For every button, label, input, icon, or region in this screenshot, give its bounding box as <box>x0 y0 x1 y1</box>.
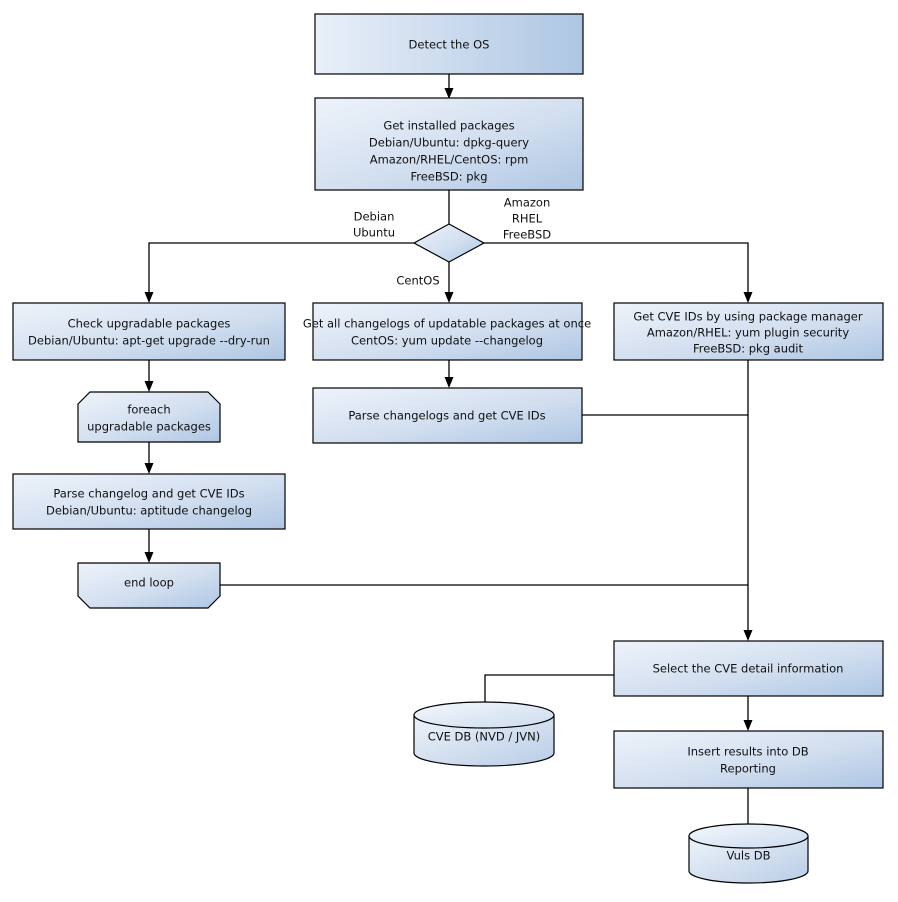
arrowhead-trunk-to-selectcve <box>743 630 753 641</box>
node-cve-db[interactable]: CVE DB (NVD / JVN) <box>413 701 555 767</box>
get-installed-packages-label-2: Amazon/RHEL/CentOS: rpm <box>370 153 529 167</box>
node-insert-results[interactable]: Insert results into DB Reporting <box>613 730 884 789</box>
arrowhead-decision-to-right <box>743 292 753 303</box>
node-detect-os[interactable]: Detect the OS <box>314 13 584 75</box>
insert-results-box[interactable] <box>613 730 884 789</box>
node-get-all-changelogs[interactable]: Get all changelogs of updatable packages… <box>303 302 591 361</box>
label-rhel-line-1: RHEL <box>512 212 543 226</box>
edge-label-amazon-rhel-freebsd: Amazon RHEL FreeBSD <box>503 196 551 242</box>
parse-changelogs-centos-box[interactable] <box>312 387 583 444</box>
vuls-db-label-0: Vuls DB <box>727 849 771 863</box>
node-get-cve-ids-pkgmgr[interactable]: Get CVE IDs by using package manager Ama… <box>613 302 884 361</box>
get-cve-ids-pkgmgr-label-1: Amazon/RHEL: yum plugin security <box>647 326 849 340</box>
foreach-loop-start-label-0: foreach <box>127 403 170 417</box>
arrowhead-parse-to-endloop <box>144 552 154 563</box>
label-debian-ubuntu-line-0: Debian <box>354 210 395 224</box>
get-cve-ids-pkgmgr-label-2: FreeBSD: pkg audit <box>693 342 804 356</box>
get-cve-ids-pkgmgr-box[interactable] <box>613 302 884 361</box>
parse-changelog-deb-box[interactable] <box>12 473 286 530</box>
arrowhead-foreach-to-parse <box>144 463 154 474</box>
label-centos-line-0: CentOS <box>396 274 439 288</box>
arrowhead-check-to-foreach <box>144 381 154 392</box>
get-installed-packages-box[interactable] <box>314 97 584 191</box>
cve-db-cylinder-top[interactable] <box>413 701 555 729</box>
detect-os-box[interactable] <box>314 13 584 75</box>
vuls-db-cylinder-body[interactable] <box>688 835 809 884</box>
vuls-db-cylinder-top[interactable] <box>688 823 809 849</box>
get-all-changelogs-label-1: CentOS: yum update --changelog <box>351 334 543 348</box>
insert-results-label-1: Reporting <box>720 762 776 776</box>
node-end-loop[interactable]: end loop <box>77 562 221 609</box>
node-get-installed-packages[interactable]: Get installed packages Debian/Ubuntu: dp… <box>314 97 584 191</box>
cve-db-label-0: CVE DB (NVD / JVN) <box>428 730 541 744</box>
arrowhead-changelogs-to-parsecentos <box>444 377 454 388</box>
arrowhead-detect-to-getpkgs <box>444 88 454 99</box>
label-debian-ubuntu-line-1: Ubuntu <box>353 226 395 240</box>
connector-decision-to-right <box>484 242 749 296</box>
get-all-changelogs-box[interactable] <box>312 302 583 361</box>
check-upgradable-packages-label-0: Check upgradable packages <box>68 317 231 331</box>
arrowhead-selectcve-to-insert <box>743 720 753 731</box>
edge-label-debian-ubuntu: Debian Ubuntu <box>353 210 395 240</box>
label-freebsd-line-2: FreeBSD <box>503 228 551 242</box>
select-cve-detail-box[interactable] <box>613 640 884 697</box>
node-parse-changelog-deb[interactable]: Parse changelog and get CVE IDs Debian/U… <box>12 473 286 530</box>
detect-os-label-0: Detect the OS <box>409 38 490 52</box>
arrowhead-decision-to-left <box>144 292 154 303</box>
end-loop-shape[interactable] <box>77 562 221 609</box>
parse-changelogs-centos-label-0: Parse changelogs and get CVE IDs <box>348 409 545 423</box>
get-cve-ids-pkgmgr-label-0: Get CVE IDs by using package manager <box>633 310 863 324</box>
check-upgradable-packages-label-1: Debian/Ubuntu: apt-get upgrade --dry-run <box>28 334 270 348</box>
end-loop-label-0: end loop <box>124 576 174 590</box>
get-all-changelogs-label-0: Get all changelogs of updatable packages… <box>303 317 591 331</box>
edge-label-centos: CentOS <box>396 274 439 288</box>
connectors-group <box>144 74 753 834</box>
insert-results-label-0: Insert results into DB <box>687 745 808 759</box>
get-installed-packages-label-0: Get installed packages <box>383 119 514 133</box>
arrowhead-decision-to-middle <box>444 292 454 303</box>
get-installed-packages-label-3: FreeBSD: pkg <box>410 170 487 184</box>
check-upgradable-packages-box[interactable] <box>12 302 286 361</box>
node-parse-changelogs-centos[interactable]: Parse changelogs and get CVE IDs <box>312 387 583 444</box>
node-check-upgradable-packages[interactable]: Check upgradable packages Debian/Ubuntu:… <box>12 302 286 361</box>
os-decision-diamond[interactable] <box>412 223 486 263</box>
foreach-loop-start-shape[interactable] <box>77 391 221 443</box>
node-os-decision[interactable] <box>412 223 486 263</box>
parse-changelog-deb-label-1: Debian/Ubuntu: aptitude changelog <box>46 504 252 518</box>
node-vuls-db[interactable]: Vuls DB <box>688 823 809 884</box>
cve-db-cylinder-body[interactable] <box>413 714 555 767</box>
node-select-cve-detail[interactable]: Select the CVE detail information <box>613 640 884 697</box>
parse-changelog-deb-label-0: Parse changelog and get CVE IDs <box>53 487 244 501</box>
connector-decision-to-left <box>148 242 414 296</box>
foreach-loop-start-label-1: upgradable packages <box>87 420 211 434</box>
select-cve-detail-label-0: Select the CVE detail information <box>653 662 844 676</box>
get-installed-packages-label-1: Debian/Ubuntu: dpkg-query <box>369 136 529 150</box>
connector-selectcve-to-cvedb <box>484 674 614 712</box>
node-foreach-loop-start[interactable]: foreach upgradable packages <box>77 391 221 443</box>
label-amazon-line-0: Amazon <box>504 196 550 210</box>
